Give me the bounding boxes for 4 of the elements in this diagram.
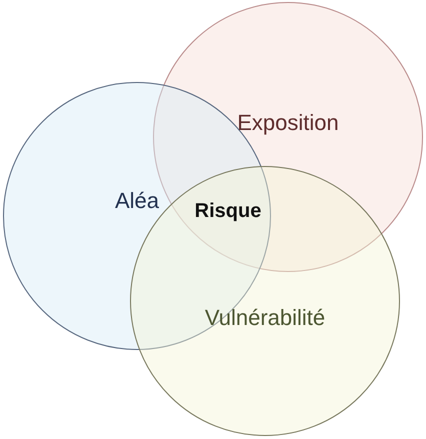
circle-label: Vulnérabilité [204, 307, 326, 329]
circle-label: Exposition [237, 112, 339, 134]
circle-label: Aléa [114, 190, 160, 212]
intersection-label: Risque [194, 201, 262, 221]
